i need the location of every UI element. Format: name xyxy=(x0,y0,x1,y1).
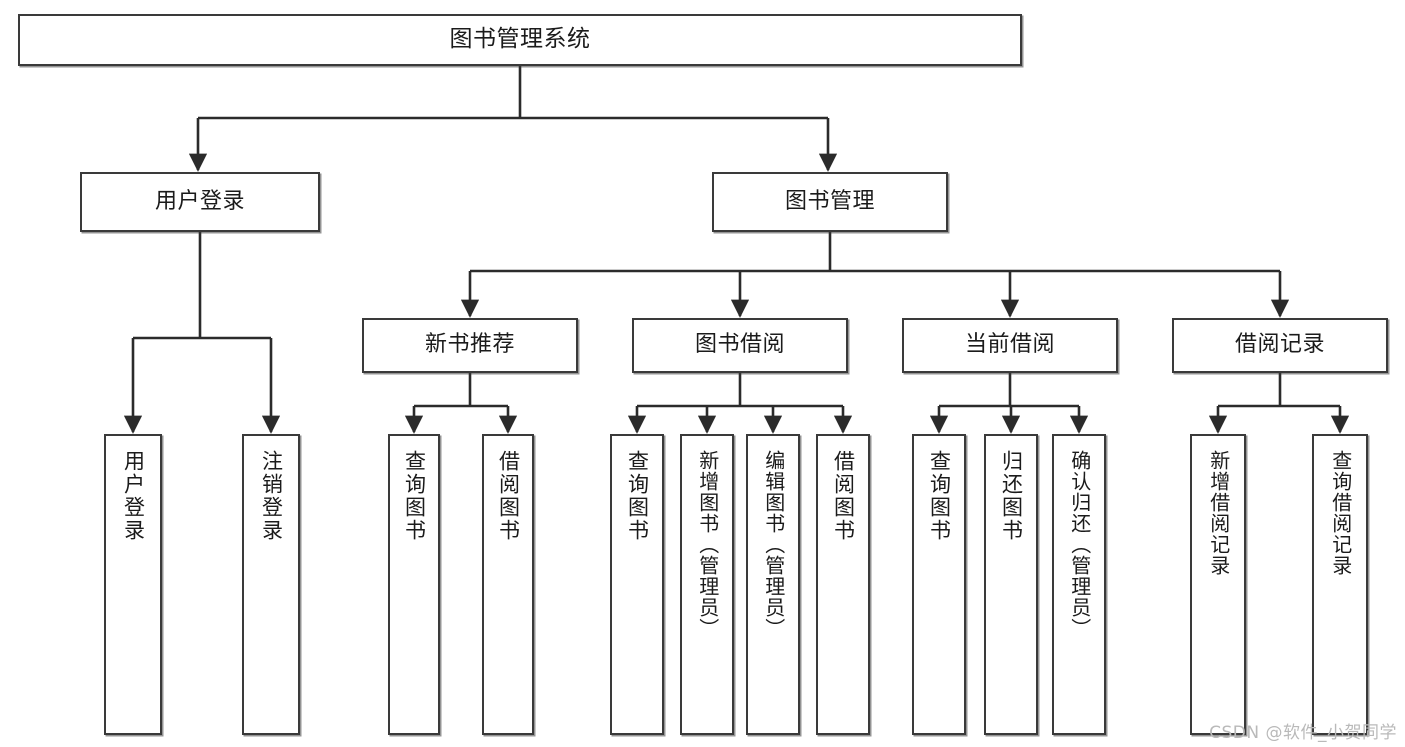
node-label: 图书管理系统 xyxy=(449,26,591,53)
leaf-borrow-book-bb[interactable]: 借阅图书 xyxy=(816,434,870,735)
node-label: 查询图书 xyxy=(927,450,952,542)
leaf-add-borrowing-record[interactable]: 新增借阅记录 xyxy=(1190,434,1246,735)
node-label: 新书推荐 xyxy=(424,332,515,358)
node-label: 当前借阅 xyxy=(964,332,1055,358)
node-label: 图书借阅 xyxy=(694,332,785,358)
leaf-query-borrowing-record[interactable]: 查询借阅记录 xyxy=(1312,434,1368,735)
watermark: CSDN @软件_小贺同学 xyxy=(1209,723,1397,743)
leaf-borrow-book-nbr[interactable]: 借阅图书 xyxy=(482,434,534,735)
node-label: 查询图书 xyxy=(402,450,427,542)
node-label: 查询图书 xyxy=(625,450,650,542)
node-label: 编辑图书（管理员） xyxy=(761,450,786,639)
leaf-return-book[interactable]: 归还图书 xyxy=(984,434,1038,735)
node-current-borrowing[interactable]: 当前借阅 xyxy=(902,318,1118,373)
node-book-management[interactable]: 图书管理 xyxy=(712,172,948,232)
node-user-login[interactable]: 用户登录 xyxy=(80,172,320,232)
node-label: 用户登录 xyxy=(154,188,245,214)
leaf-confirm-return-admin[interactable]: 确认归还（管理员） xyxy=(1052,434,1106,735)
node-label: 归还图书 xyxy=(999,450,1024,542)
node-borrowing-record[interactable]: 借阅记录 xyxy=(1172,318,1388,373)
node-new-book-recommendation[interactable]: 新书推荐 xyxy=(362,318,578,373)
node-label: 借阅图书 xyxy=(496,450,521,542)
node-label: 用户登录 xyxy=(121,450,146,542)
node-label: 借阅图书 xyxy=(831,450,856,542)
node-label: 注销登录 xyxy=(259,450,284,542)
leaf-query-book-bb[interactable]: 查询图书 xyxy=(610,434,664,735)
node-label: 查询借阅记录 xyxy=(1328,450,1353,576)
node-label: 图书管理 xyxy=(784,188,875,214)
leaf-query-book-cb[interactable]: 查询图书 xyxy=(912,434,966,735)
node-root-book-management-system[interactable]: 图书管理系统 xyxy=(18,14,1022,66)
leaf-query-book-nbr[interactable]: 查询图书 xyxy=(388,434,440,735)
leaf-edit-book-admin[interactable]: 编辑图书（管理员） xyxy=(746,434,800,735)
node-label: 借阅记录 xyxy=(1234,332,1325,358)
node-book-borrowing[interactable]: 图书借阅 xyxy=(632,318,848,373)
leaf-user-login[interactable]: 用户登录 xyxy=(104,434,162,735)
node-label: 确认归还（管理员） xyxy=(1067,450,1092,639)
node-label: 新增图书（管理员） xyxy=(695,450,720,639)
leaf-add-book-admin[interactable]: 新增图书（管理员） xyxy=(680,434,734,735)
node-label: 新增借阅记录 xyxy=(1206,450,1231,576)
leaf-logout[interactable]: 注销登录 xyxy=(242,434,300,735)
